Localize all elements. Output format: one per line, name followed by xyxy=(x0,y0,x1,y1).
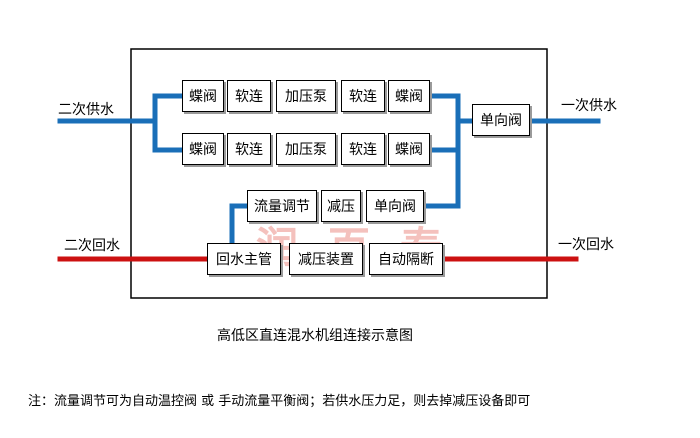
row1-butterfly-valve-out: 蝶阀 xyxy=(388,80,430,112)
diagram-caption: 高低区直连混水机组连接示意图 xyxy=(217,328,413,344)
row2-booster-pump: 加压泵 xyxy=(276,133,336,165)
row1-booster-pump: 加压泵 xyxy=(276,80,336,112)
label-secondary-supply: 二次供水 xyxy=(58,102,114,118)
flow-regulator: 流量调节 xyxy=(247,190,317,222)
row1-flex-joint-out: 软连 xyxy=(341,80,385,112)
row2-butterfly-valve-in: 蝶阀 xyxy=(182,133,224,165)
label-secondary-return: 二次回水 xyxy=(64,238,120,254)
diagram-note: 注：流量调节可为自动温控阀 或 手动流量平衡阀；若供水压力足，则去掉减压设备即可 xyxy=(28,394,531,409)
check-valve-middle: 单向阀 xyxy=(366,190,424,222)
check-valve-outlet: 单向阀 xyxy=(472,104,530,136)
unit-frame xyxy=(130,48,548,299)
row2-flex-joint-in: 软连 xyxy=(227,133,271,165)
row2-flex-joint-out: 软连 xyxy=(341,133,385,165)
row2-butterfly-valve-out: 蝶阀 xyxy=(388,133,430,165)
label-primary-supply: 一次供水 xyxy=(561,98,617,114)
pressure-reduce-valve: 减压 xyxy=(321,190,361,222)
row1-flex-joint-in: 软连 xyxy=(227,80,271,112)
pressure-reducer-device: 减压装置 xyxy=(289,243,363,275)
return-main-pipe: 回水主管 xyxy=(207,243,281,275)
auto-isolation-valve: 自动隔断 xyxy=(369,243,443,275)
label-primary-return: 一次回水 xyxy=(558,237,614,253)
row1-butterfly-valve-in: 蝶阀 xyxy=(182,80,224,112)
